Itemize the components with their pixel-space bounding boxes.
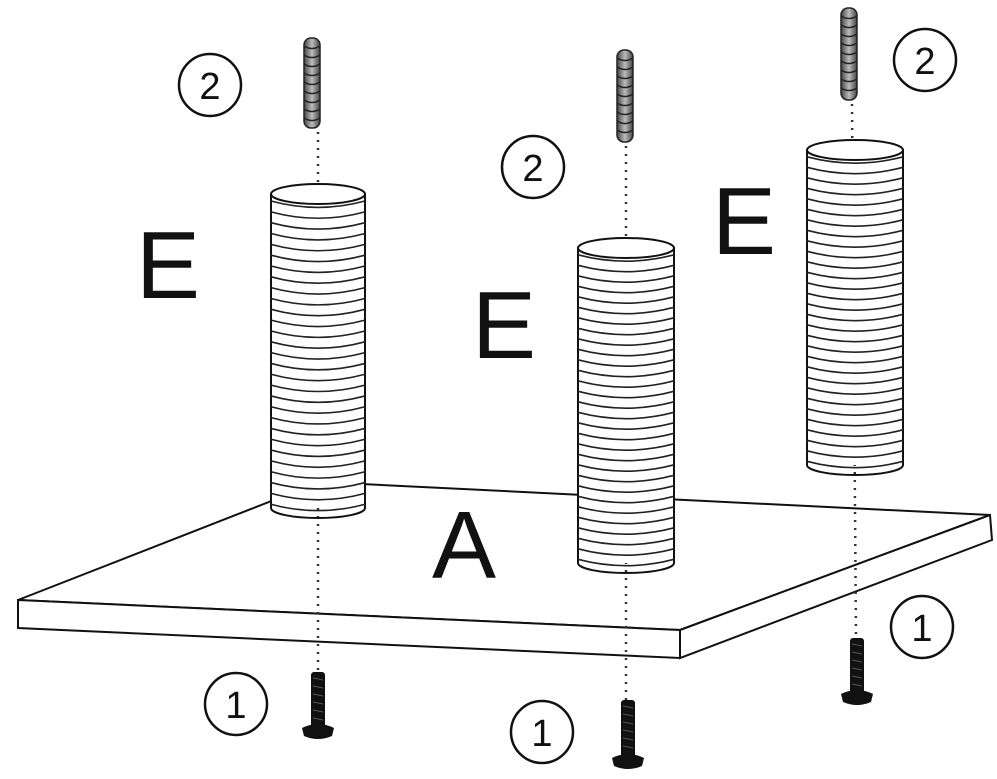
callout-bolt-right-number: 2 bbox=[914, 41, 935, 83]
screws-group bbox=[302, 638, 873, 769]
spacers-group bbox=[270, 139, 904, 574]
spacer-left bbox=[270, 183, 366, 519]
callout-bolt-left: 2 bbox=[177, 52, 243, 118]
spacer-label-middle: E bbox=[472, 272, 536, 379]
spacer-label-right: E bbox=[712, 168, 776, 275]
bolt-middle bbox=[616, 49, 634, 143]
spacer-label-left: E bbox=[136, 212, 200, 319]
base-plate bbox=[17, 480, 994, 660]
spacer-right bbox=[806, 139, 904, 476]
callout-screw-middle-number: 1 bbox=[531, 713, 552, 755]
callout-bolt-left-number: 2 bbox=[199, 66, 220, 108]
callout-screw-right-number: 1 bbox=[911, 608, 932, 650]
callout-screw-middle: 1 bbox=[509, 699, 575, 765]
screw-left bbox=[302, 672, 334, 739]
callout-screw-left: 1 bbox=[203, 671, 269, 737]
plate-label: A bbox=[432, 492, 496, 599]
bolt-left bbox=[303, 37, 321, 129]
screw-right bbox=[841, 638, 873, 705]
screw-middle bbox=[612, 700, 644, 769]
callout-screw-right: 1 bbox=[889, 594, 955, 660]
spacer-middle bbox=[577, 237, 675, 574]
callout-screw-left-number: 1 bbox=[225, 685, 246, 727]
bolts-group bbox=[303, 7, 858, 143]
bolt-right bbox=[840, 7, 858, 101]
callout-bolt-middle: 2 bbox=[500, 134, 566, 200]
callout-bolt-middle-number: 2 bbox=[522, 148, 543, 190]
callout-bolt-right: 2 bbox=[892, 27, 958, 93]
